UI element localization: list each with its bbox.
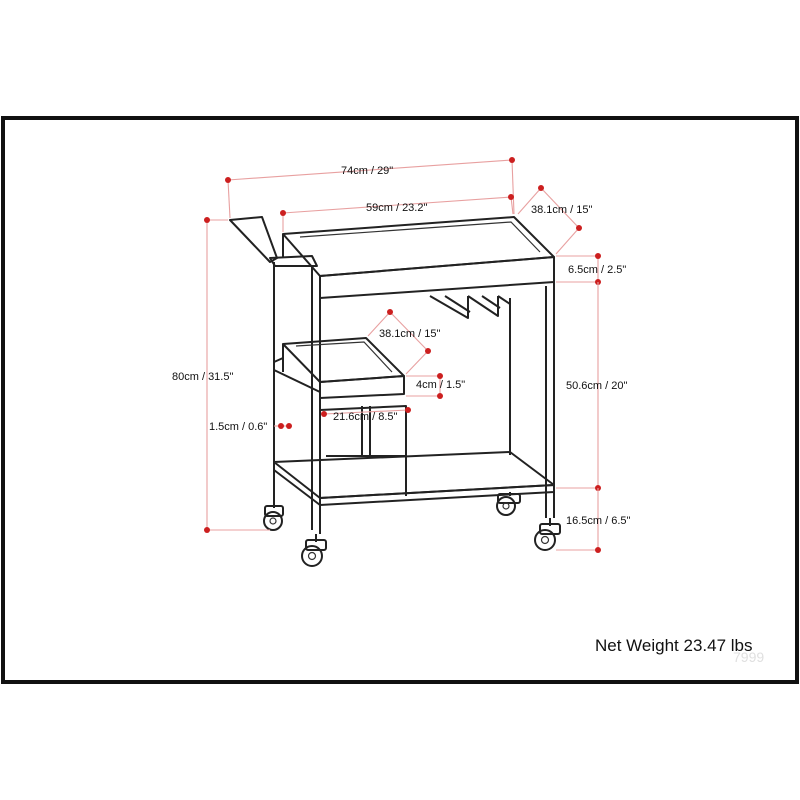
- frame-border: [1, 116, 799, 684]
- label-bottom-clearance: 16.5cm / 6.5": [566, 515, 631, 527]
- label-shelf-gap: 50.6cm / 20": [566, 380, 627, 392]
- wheel-front-left: [301, 534, 327, 567]
- top-tray-inner-rim: [299, 221, 541, 253]
- bar-cart-drawing: [229, 216, 561, 567]
- glass-rack: [429, 295, 511, 319]
- net-weight-label: Net Weight 23.47 lbs: [595, 636, 753, 655]
- bottom-shelf-front: [319, 484, 555, 506]
- label-tray-width: 59cm / 23.2": [366, 202, 427, 214]
- label-tray-height: 6.5cm / 2.5": [568, 264, 626, 276]
- watermark: 7999: [733, 649, 764, 665]
- label-small-tray-rim: 4cm / 1.5": [416, 379, 465, 391]
- dimension-lines: [204, 157, 601, 553]
- dimension-labels: 74cm / 29" 59cm / 23.2" 38.1cm / 15" 6.5…: [172, 165, 631, 527]
- wheel-back-left: [263, 500, 284, 531]
- small-tray-inner-rim: [295, 341, 393, 373]
- label-small-tray-depth: 38.1cm / 15": [379, 328, 440, 340]
- small-tray-front: [319, 375, 405, 399]
- label-tray-depth: 38.1cm / 15": [531, 204, 592, 216]
- label-overall-height: 80cm / 31.5": [172, 371, 233, 383]
- top-tray-front: [319, 256, 555, 299]
- wheel-back-right: [496, 492, 521, 516]
- label-small-tray-width: 21.6cm / 8.5": [333, 411, 398, 423]
- label-overall-width: 74cm / 29": [341, 165, 393, 177]
- label-handle-thickness: 1.5cm / 0.6": [209, 421, 267, 433]
- wheel-front-right: [534, 518, 561, 551]
- middle-frame: [319, 405, 407, 496]
- small-tray-surface: [282, 337, 405, 383]
- bottom-shelf: [273, 451, 555, 499]
- cart-handle: [229, 216, 278, 263]
